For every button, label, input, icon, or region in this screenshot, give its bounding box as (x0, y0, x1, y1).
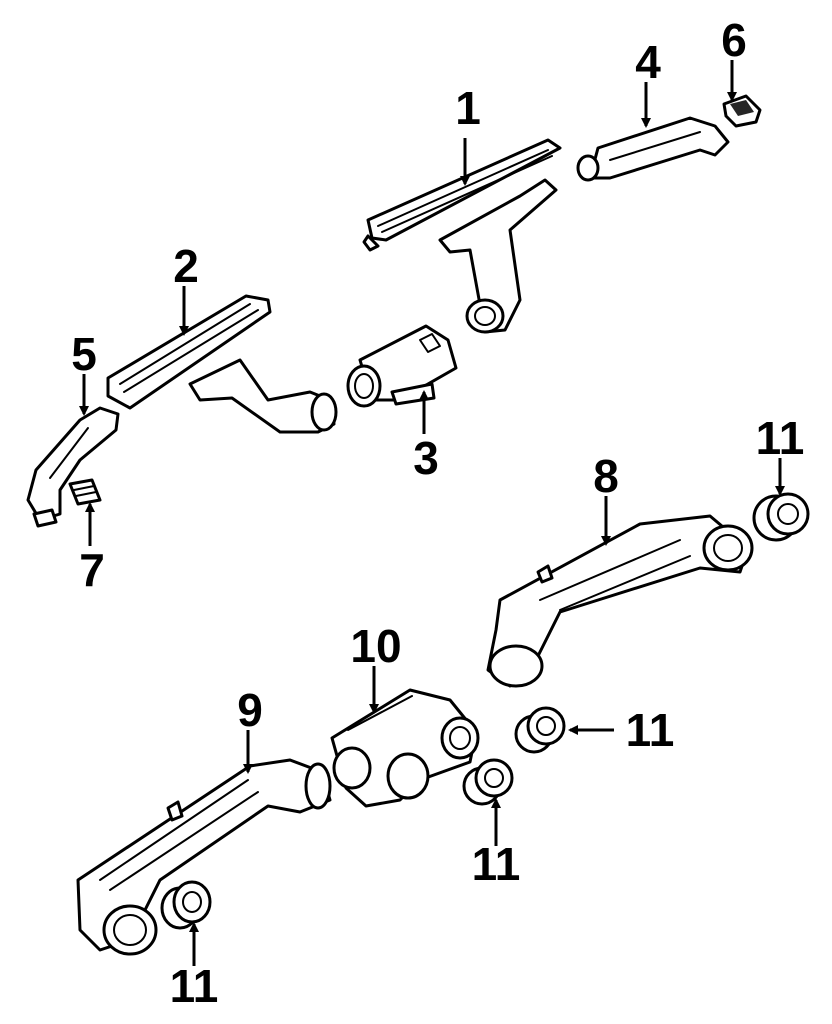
part-11-cap-mid (462, 758, 514, 806)
callout-8: 8 (593, 450, 619, 502)
part-11-cap-mid-right (514, 706, 566, 754)
part-7-grille (68, 478, 102, 506)
callout-11-upper: 11 (756, 412, 805, 464)
part-2-left-duct (106, 294, 338, 434)
part-8-floor-duct (486, 514, 754, 688)
callout-2: 2 (173, 240, 199, 292)
callout-11-right: 11 (626, 704, 675, 756)
part-10-junction (330, 688, 480, 808)
callout-11-lower: 11 (170, 960, 219, 1012)
callout-3: 3 (413, 432, 439, 484)
part-1-center-duct (362, 138, 562, 334)
callout-7: 7 (79, 544, 105, 596)
callout-10: 10 (350, 620, 401, 672)
part-3-connector (346, 324, 458, 408)
part-5-left-side-duct (26, 406, 120, 528)
part-9-lower-duct (76, 758, 332, 956)
callout-9: 9 (237, 684, 263, 736)
part-4-side-duct (576, 116, 730, 182)
leader-lines (79, 60, 785, 966)
callout-6: 6 (721, 14, 747, 66)
callout-1: 1 (455, 82, 481, 134)
callout-4: 4 (635, 36, 661, 88)
callout-11-mid: 11 (472, 838, 521, 890)
part-11-cap-lower (160, 880, 212, 930)
callout-labels: 1 2 3 4 5 6 7 8 9 10 11 11 11 11 (71, 14, 804, 1012)
callout-5: 5 (71, 328, 97, 380)
part-6-grille (722, 94, 762, 128)
part-11-cap-upper (752, 492, 810, 542)
